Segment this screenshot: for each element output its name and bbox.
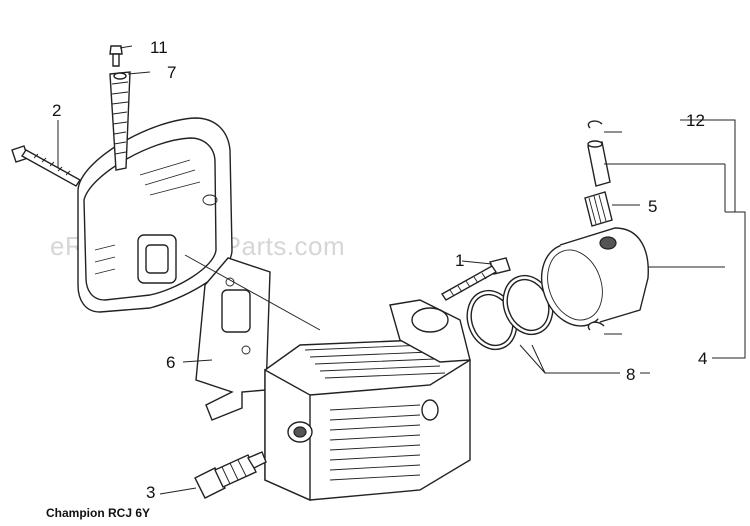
piston-pin-part xyxy=(587,140,611,187)
callout-2: 2 xyxy=(52,101,61,120)
cylinder-bolt-part xyxy=(440,257,511,301)
needle-bearing-part xyxy=(584,191,613,227)
callout-12: 12 xyxy=(686,111,705,130)
spark-arrestor-screen-part xyxy=(109,71,131,171)
leader-lines xyxy=(57,45,746,495)
cylinder-part xyxy=(264,299,471,502)
piston-circlip-bottom-part xyxy=(587,321,605,331)
piston-part xyxy=(540,227,649,327)
callout-5: 5 xyxy=(648,197,657,216)
callout-11: 11 xyxy=(150,38,168,57)
spark-plug-part xyxy=(194,451,267,499)
callout-4: 4 xyxy=(698,349,707,368)
spark-plug-caption: Champion RCJ 6Y xyxy=(46,506,150,520)
piston-circlip-top-part xyxy=(587,120,603,129)
muffler-gasket-part xyxy=(195,257,271,421)
callout-6: 6 xyxy=(166,353,175,372)
screen-screw-part xyxy=(109,45,123,67)
muffler-bolt-part xyxy=(11,145,82,187)
piston-rings-part xyxy=(466,274,554,351)
callout-3: 3 xyxy=(146,483,155,502)
callout-8: 8 xyxy=(626,365,635,384)
callout-7: 7 xyxy=(167,63,176,82)
callout-1: 1 xyxy=(455,251,464,270)
